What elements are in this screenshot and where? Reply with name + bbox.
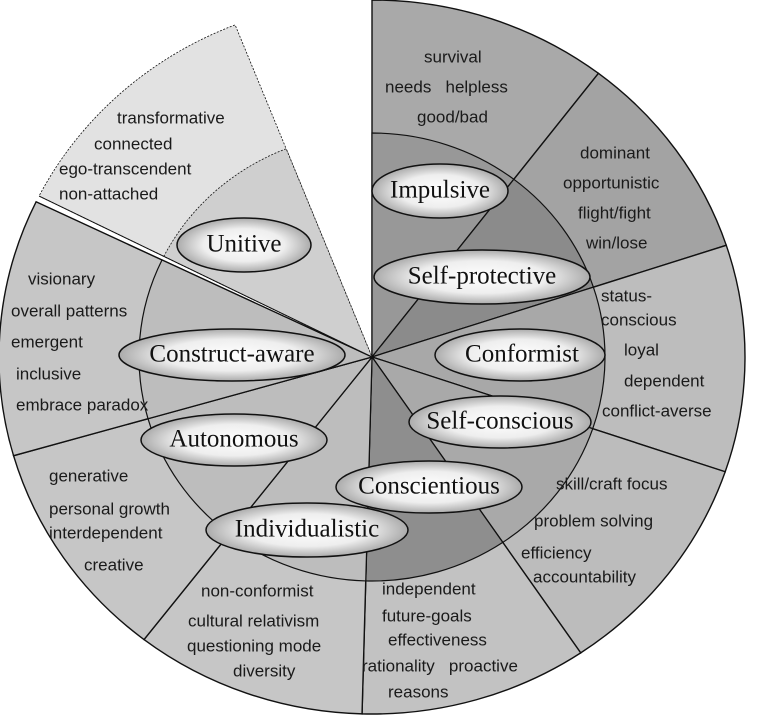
ray-layer xyxy=(35,195,373,358)
descriptor: personal growth xyxy=(49,499,170,518)
descriptor: conscious xyxy=(601,310,677,329)
stage-conformist: Conformist xyxy=(434,328,606,382)
descriptor: independent xyxy=(382,579,476,598)
descriptor: non-conformist xyxy=(201,581,314,600)
descriptor: inclusive xyxy=(16,364,81,383)
descriptor: rationality proactive xyxy=(362,656,518,675)
descriptor: emergent xyxy=(11,332,83,351)
separator-line xyxy=(35,201,373,358)
descriptor: ego-transcendent xyxy=(59,159,192,178)
stage-self-protective: Self-protective xyxy=(373,249,591,305)
stage-label: Self-protective xyxy=(408,263,557,290)
stage-impulsive: Impulsive xyxy=(371,163,509,219)
stage-oval xyxy=(371,163,509,219)
descriptors-unitive: transformative connected ego-transcenden… xyxy=(59,108,225,203)
stage-conscientious: Conscientious xyxy=(335,460,523,514)
stage-label: Conformist xyxy=(465,341,579,368)
stage-oval xyxy=(118,328,346,382)
stage-autonomous: Autonomous xyxy=(140,413,328,467)
descriptor: creative xyxy=(84,555,144,574)
descriptor: opportunistic xyxy=(563,173,660,192)
descriptors-conscientious: independent future-goals effectiveness r… xyxy=(362,579,518,701)
stage-oval xyxy=(205,502,409,558)
descriptors-impulsive: survival needs helpless good/bad xyxy=(385,47,508,126)
descriptor: future-goals xyxy=(382,606,472,625)
stage-label: Unitive xyxy=(207,231,282,258)
descriptor: accountability xyxy=(533,567,637,586)
descriptor: survival xyxy=(424,47,482,66)
stage-oval xyxy=(335,460,523,514)
descriptor: efficiency xyxy=(521,543,592,562)
descriptor: overall patterns xyxy=(11,301,127,320)
sector-inner-self-conscious xyxy=(370,355,594,544)
descriptor: interdependent xyxy=(49,523,163,542)
descriptor: conflict-averse xyxy=(602,401,712,420)
descriptor: status- xyxy=(601,286,652,305)
stage-label: Individualistic xyxy=(235,516,379,543)
descriptor: good/bad xyxy=(417,107,488,126)
descriptor: cultural relativism xyxy=(188,611,319,630)
descriptor: effectiveness xyxy=(388,630,487,649)
descriptor: questioning mode xyxy=(187,636,321,655)
descriptor: transformative xyxy=(117,108,225,127)
stage-oval xyxy=(434,328,606,382)
stage-construct-aware: Construct-aware xyxy=(118,328,346,382)
descriptors-autonomous: generative personal growth interdependen… xyxy=(49,466,170,574)
descriptor: problem solving xyxy=(534,511,653,530)
descriptor: dependent xyxy=(624,371,705,390)
descriptor: embrace paradox xyxy=(16,395,149,414)
descriptor: diversity xyxy=(233,661,296,680)
descriptor: visionary xyxy=(28,269,96,288)
descriptor: dominant xyxy=(580,143,650,162)
stage-oval xyxy=(140,413,328,467)
stage-individualistic: Individualistic xyxy=(205,502,409,558)
descriptor: flight/fight xyxy=(578,203,651,222)
descriptor: loyal xyxy=(624,340,659,359)
separator-line xyxy=(38,195,373,358)
stage-self-conscious: Self-conscious xyxy=(408,395,592,449)
descriptor: needs helpless xyxy=(385,77,508,96)
stage-label: Conscientious xyxy=(358,473,500,500)
descriptor: non-attached xyxy=(59,184,158,203)
stage-label: Construct-aware xyxy=(149,341,314,368)
stage-oval xyxy=(176,217,312,273)
descriptor: connected xyxy=(94,134,172,153)
stage-label: Impulsive xyxy=(390,177,490,204)
stage-unitive: Unitive xyxy=(176,217,312,273)
descriptors-individualistic: non-conformist cultural relativism quest… xyxy=(187,581,321,680)
stage-oval xyxy=(408,395,592,449)
stage-label: Autonomous xyxy=(169,426,298,453)
stage-oval xyxy=(373,249,591,305)
descriptors-construct-aware: visionary overall patterns emergent incl… xyxy=(11,269,149,414)
descriptor: skill/craft focus xyxy=(556,474,667,493)
descriptor: reasons xyxy=(388,682,448,701)
descriptor: generative xyxy=(49,466,128,485)
descriptors-self-protective: dominant opportunistic flight/fight win/… xyxy=(563,143,660,252)
descriptors-self-conscious: skill/craft focus problem solving effici… xyxy=(521,474,667,586)
stage-label: Self-conscious xyxy=(426,408,573,435)
descriptors-conformist: status- conscious loyal dependent confli… xyxy=(601,286,712,420)
descriptor: win/lose xyxy=(585,233,647,252)
